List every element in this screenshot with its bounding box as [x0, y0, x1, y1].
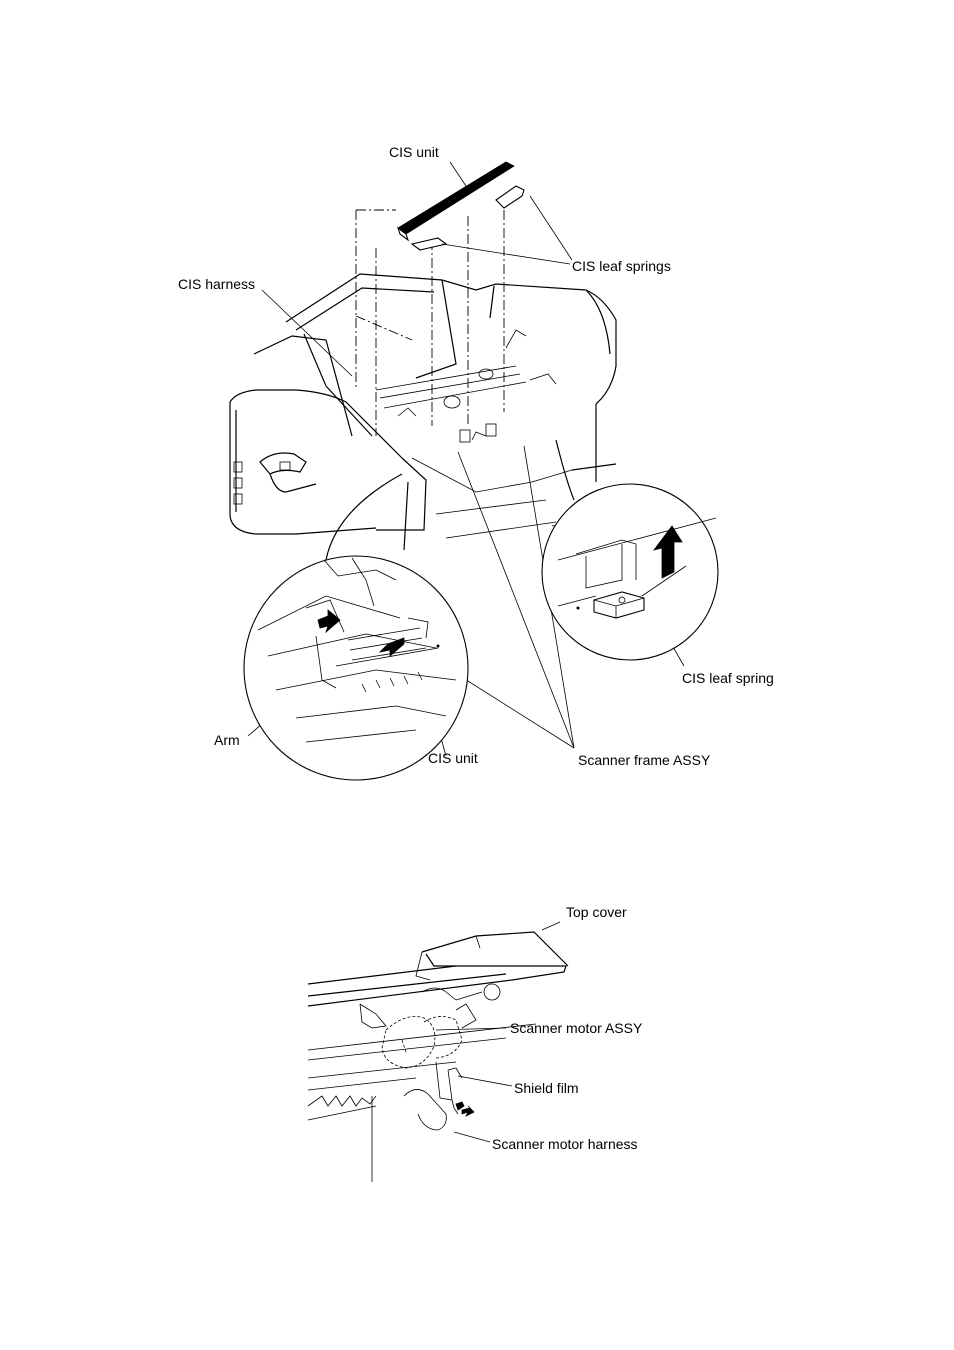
label-scanner-frame-assy: Scanner frame ASSY	[578, 752, 710, 768]
label-cis-leaf-springs: CIS leaf springs	[572, 258, 671, 274]
label-arm: Arm	[214, 732, 240, 748]
label-cis-harness: CIS harness	[178, 276, 255, 292]
interior-parts	[308, 984, 536, 1182]
machine-body	[230, 210, 616, 538]
label-scanner-motor-harness: Scanner motor harness	[492, 1136, 638, 1152]
label-scanner-motor-assy: Scanner motor ASSY	[510, 1020, 642, 1036]
label-top-cover: Top cover	[566, 904, 627, 920]
leaf-spring-detail-circle	[542, 440, 718, 660]
label-shield-film: Shield film	[514, 1080, 579, 1096]
top-cover-part	[308, 932, 568, 1006]
label-cis-unit-bottom: CIS unit	[428, 750, 478, 766]
cis-removal-figure: CIS unit CIS leaf springs CIS harness CI…	[176, 140, 778, 770]
label-cis-leaf-spring: CIS leaf spring	[682, 670, 774, 686]
scanner-motor-figure: Top cover Scanner motor ASSY Shield film…	[306, 900, 652, 1182]
label-cis-unit-top: CIS unit	[389, 144, 439, 160]
arm-detail-circle	[244, 474, 468, 780]
